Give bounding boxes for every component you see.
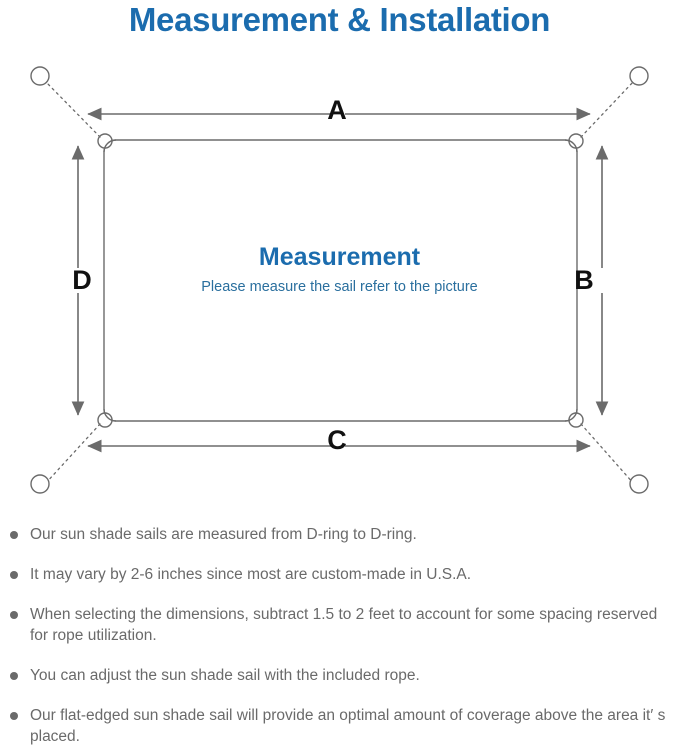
dimension-label-a: A [327,95,347,125]
notes-list: Our sun shade sails are measured from D-… [0,524,679,747]
anchor-top-left [30,66,50,86]
anchor-top-right [629,66,649,86]
list-item: You can adjust the sun shade sail with t… [0,665,679,686]
bullet-icon [10,531,18,539]
list-item: Our flat-edged sun shade sail will provi… [0,705,679,747]
diagram-center-title: Measurement [258,243,421,271]
anchor-bottom-left [30,474,50,494]
sail-rectangle [103,139,578,422]
dimension-label-b: B [574,265,594,295]
bullet-icon [10,672,18,680]
list-item: Our sun shade sails are measured from D-… [0,524,679,545]
note-text: It may vary by 2-6 inches since most are… [30,566,472,583]
anchor-bottom-right [629,474,649,494]
bullet-icon [10,571,18,579]
note-text: Our sun shade sails are measured from D-… [30,526,417,543]
dimension-label-d: D [72,265,92,295]
note-text: You can adjust the sun shade sail with t… [30,667,420,684]
page-title: Measurement & Installation [128,1,551,38]
bullet-icon [10,611,18,619]
note-text: Our flat-edged sun shade sail will provi… [30,707,666,745]
list-item: It may vary by 2-6 inches since most are… [0,564,679,585]
rope-bottom-left [44,423,101,485]
rope-bottom-right [580,423,635,485]
note-text: When selecting the dimensions, subtract … [30,606,658,644]
bullet-icon [10,712,18,720]
dimension-label-c: C [327,425,347,455]
diagram-center-subtitle: Please measure the sail refer to the pic… [201,279,478,295]
measurement-diagram [0,50,679,510]
rope-top-right [580,80,635,138]
list-item: When selecting the dimensions, subtract … [0,604,679,646]
rope-top-left [44,80,101,138]
